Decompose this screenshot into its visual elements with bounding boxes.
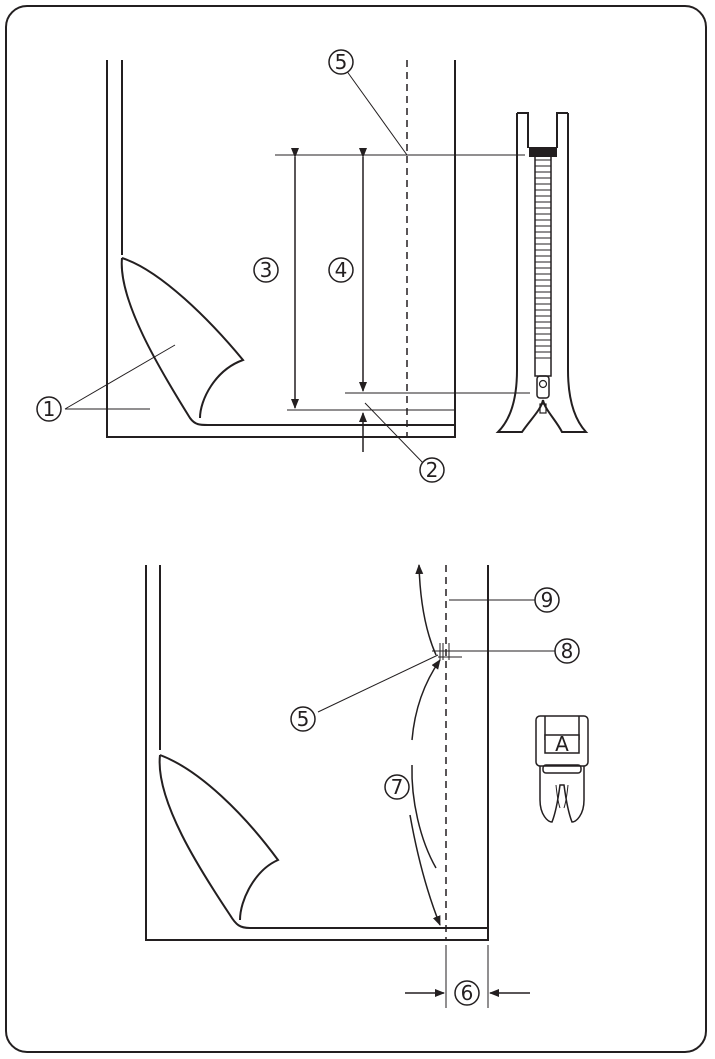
svg-text:1: 1 <box>43 397 56 421</box>
top-fabric-panel <box>106 60 456 438</box>
presser-foot-A-icon: A <box>535 715 589 823</box>
callout-4: 4 <box>328 257 354 283</box>
svg-text:4: 4 <box>335 258 348 282</box>
svg-text:5: 5 <box>297 707 310 731</box>
bottom-leader-lines <box>317 599 555 1008</box>
svg-text:5: 5 <box>335 50 348 74</box>
callout-5-bottom: 5 <box>290 706 316 732</box>
callout-7: 7 <box>384 774 410 800</box>
top-reference-lines <box>275 154 530 411</box>
diagram-frame <box>5 5 707 1053</box>
callout-5-top: 5 <box>328 49 354 75</box>
callout-2: 2 <box>419 457 445 483</box>
callout-9: 9 <box>534 587 560 613</box>
svg-text:2: 2 <box>426 458 439 482</box>
callout-1: 1 <box>36 396 62 422</box>
top-leader-lines <box>64 69 426 466</box>
callout-8: 8 <box>554 638 580 664</box>
callout-3: 3 <box>253 257 279 283</box>
svg-text:3: 3 <box>260 258 273 282</box>
callout-6: 6 <box>454 980 480 1006</box>
sewing-direction-arrows <box>409 564 441 926</box>
zipper-illustration <box>495 112 589 433</box>
svg-text:7: 7 <box>391 775 404 799</box>
svg-text:8: 8 <box>561 639 574 663</box>
svg-text:A: A <box>555 732 569 756</box>
svg-text:9: 9 <box>541 588 554 612</box>
bottom-fabric-panel <box>145 565 489 941</box>
svg-text:6: 6 <box>461 981 474 1005</box>
